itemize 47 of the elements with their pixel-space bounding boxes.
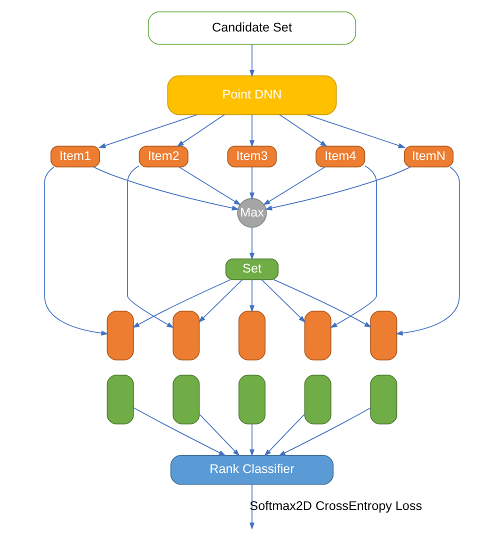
arrow	[330, 165, 377, 328]
arrow	[278, 408, 371, 456]
arrow	[249, 166, 255, 200]
arrow	[249, 424, 255, 457]
node-box	[106, 310, 134, 360]
node-box: Item3	[227, 146, 277, 168]
arrow	[306, 114, 406, 148]
node-box: Candidate Set	[148, 11, 356, 45]
node-box: ItemN	[404, 146, 454, 168]
node-box: Rank Classifier	[170, 455, 334, 485]
arrow	[249, 279, 255, 313]
node-box: Item2	[138, 146, 188, 168]
arrow	[395, 166, 460, 336]
arrow	[261, 279, 306, 323]
node-box	[106, 374, 134, 424]
arrow	[279, 114, 328, 147]
arrow	[249, 484, 255, 530]
arrow	[264, 166, 411, 210]
node-circle: Max	[237, 198, 267, 228]
arrow	[264, 414, 305, 456]
node-box	[370, 310, 398, 360]
arrow	[133, 407, 226, 456]
node-box	[238, 310, 266, 360]
node-box: Item1	[50, 146, 100, 168]
arrow	[249, 44, 255, 78]
node-box	[304, 374, 332, 424]
arrow	[127, 165, 174, 328]
arrow	[249, 227, 255, 260]
node-box	[304, 310, 332, 360]
arrow	[98, 114, 198, 148]
node-box	[238, 374, 266, 424]
arrow	[93, 166, 240, 210]
arrow	[262, 166, 326, 206]
node-box	[172, 374, 200, 424]
arrow	[199, 414, 240, 456]
arrow	[44, 166, 109, 336]
node-box: Set	[225, 258, 279, 280]
arrow	[249, 114, 255, 148]
node-box: Item4	[316, 146, 366, 168]
node-box	[370, 374, 398, 424]
arrow	[178, 166, 242, 206]
arrow	[198, 279, 243, 323]
arrow	[176, 114, 225, 147]
node-box: Point DNN	[167, 75, 337, 116]
arrow	[273, 279, 372, 328]
node-box	[172, 310, 200, 360]
arrow	[132, 279, 231, 328]
